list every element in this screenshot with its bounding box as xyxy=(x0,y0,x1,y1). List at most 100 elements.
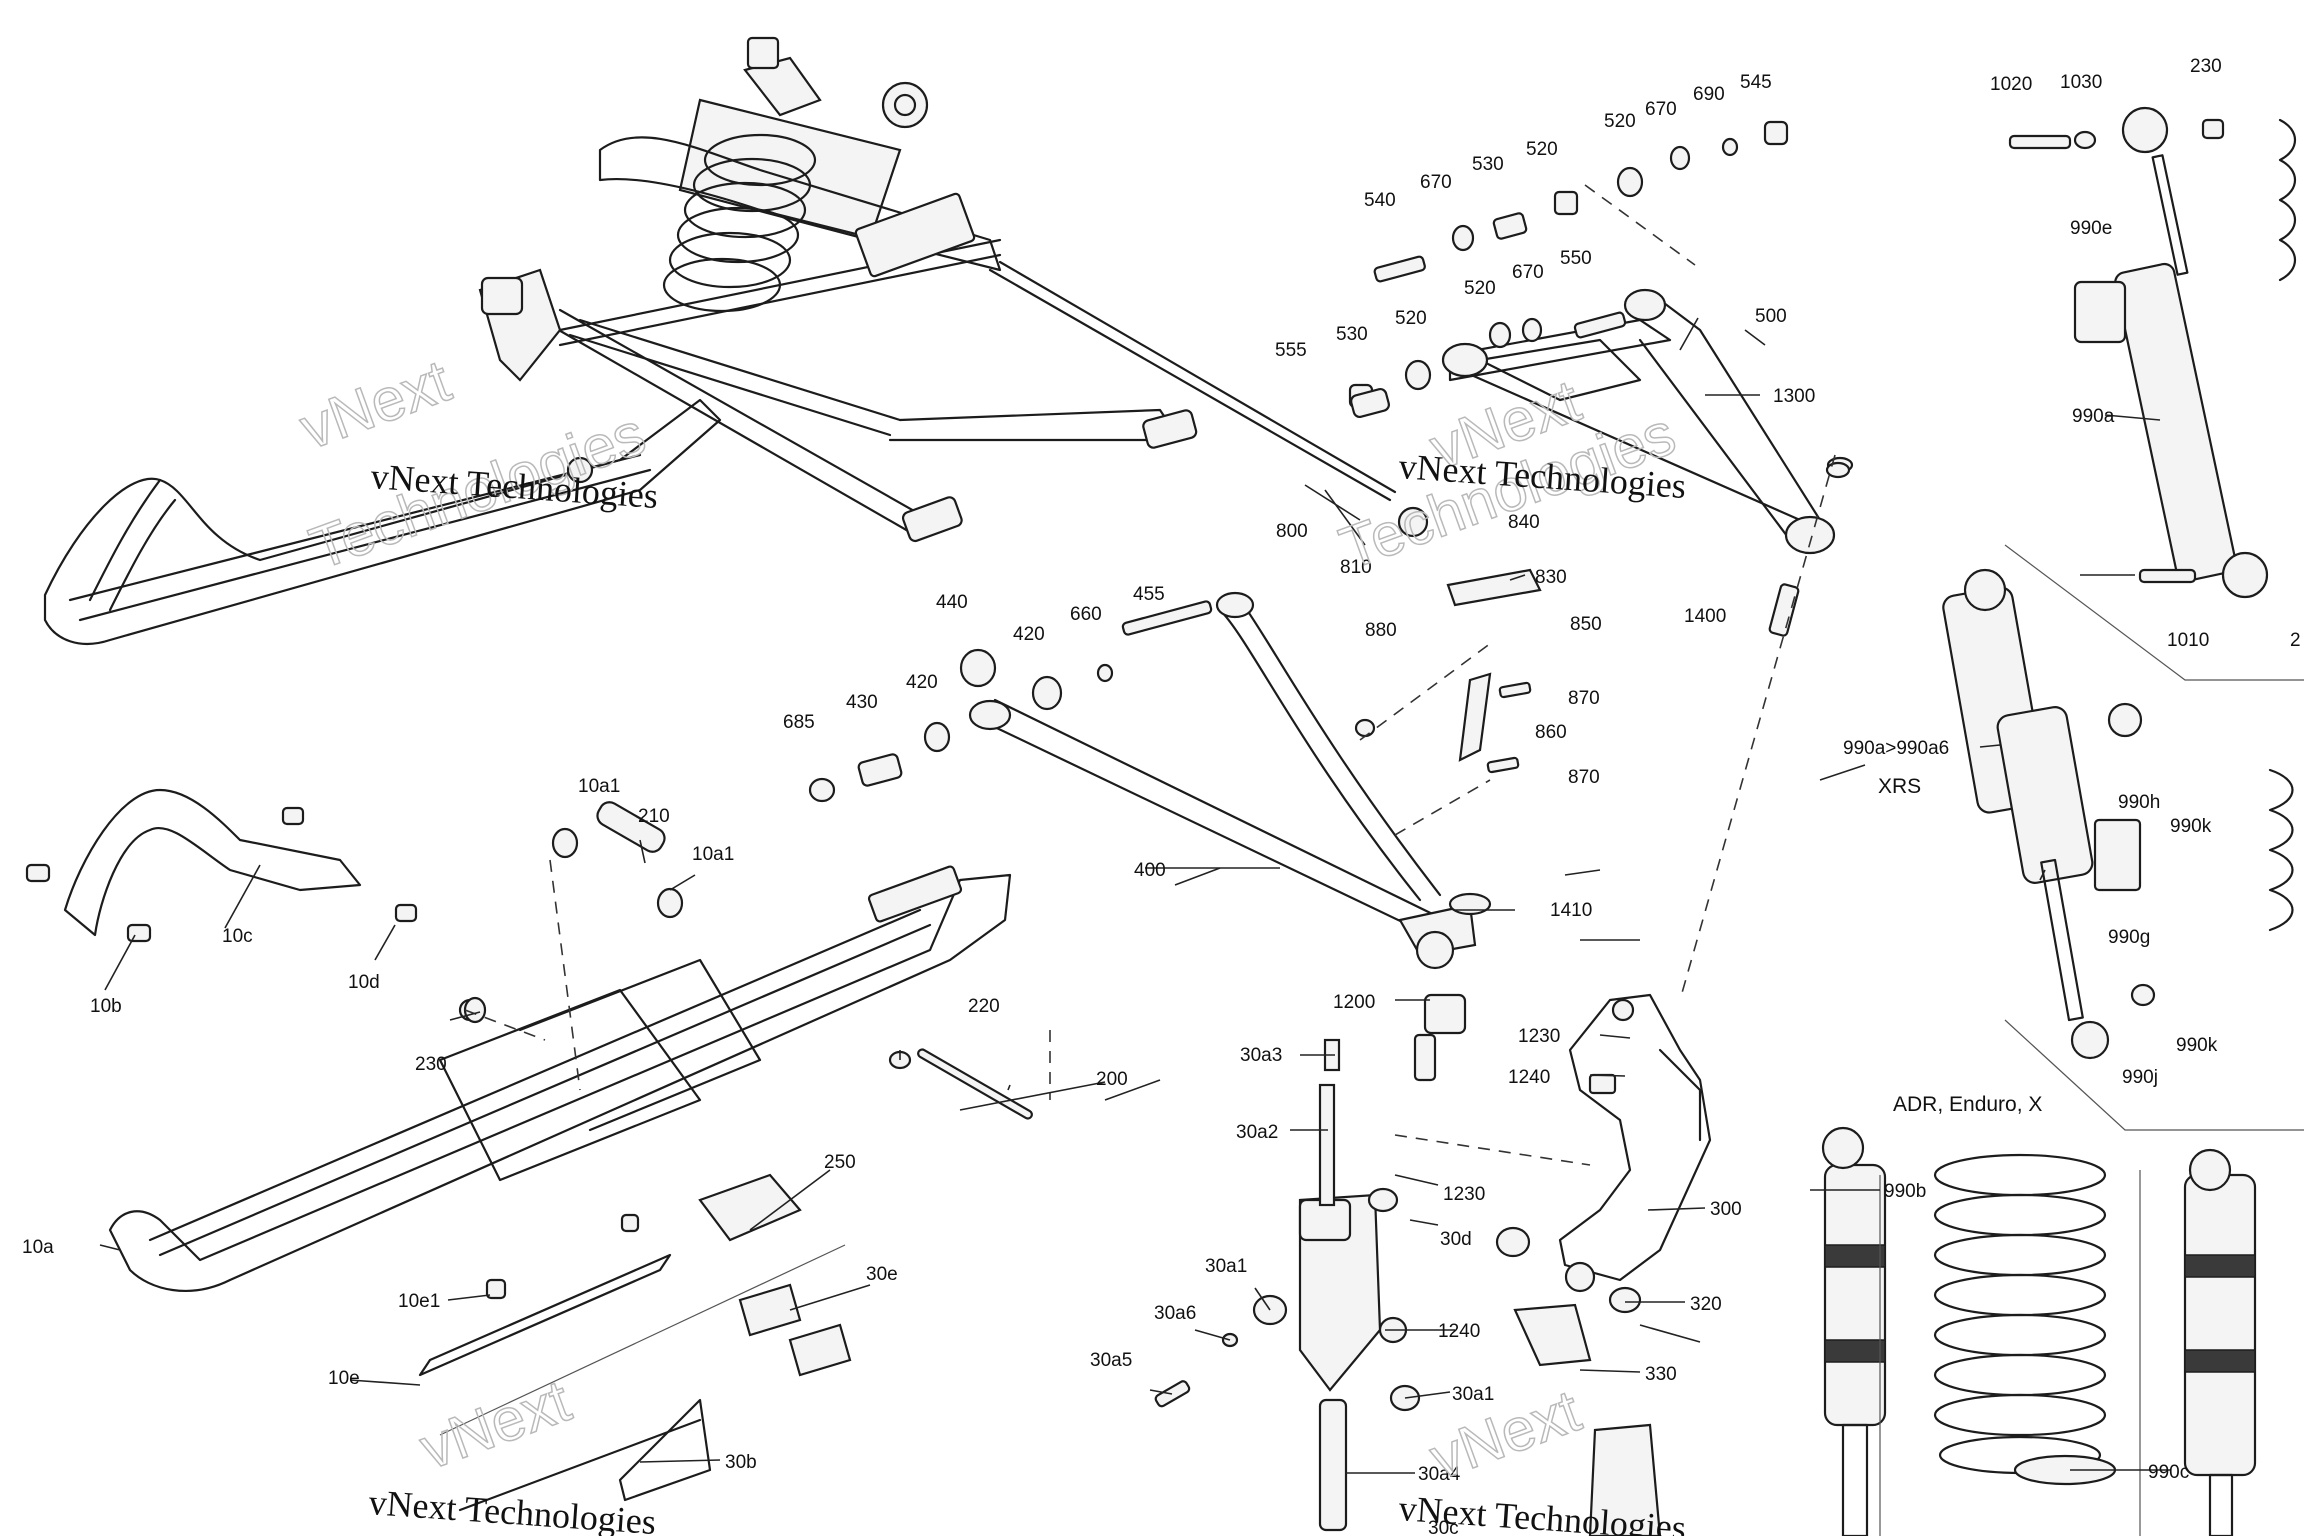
callout-10d: 10d xyxy=(348,972,380,993)
callout-420-b: 420 xyxy=(906,672,938,693)
callout-10b: 10b xyxy=(90,996,122,1017)
leader-lines xyxy=(99,317,2170,1474)
callout-320: 320 xyxy=(1690,1294,1722,1315)
shock-adr xyxy=(1821,1126,2257,1536)
callout-330: 330 xyxy=(1645,1364,1677,1385)
callout-1010: 1010 xyxy=(2167,630,2209,651)
shock-990a xyxy=(2008,106,2296,599)
shock-xrs xyxy=(1942,568,2294,1060)
callout-230: 230 xyxy=(415,1054,447,1075)
callout-1410: 1410 xyxy=(1550,900,1592,921)
steering-post xyxy=(1154,1038,1662,1536)
callout-1020: 1020 xyxy=(1990,74,2032,95)
callout-30a4: 30a4 xyxy=(1418,1464,1461,1485)
callout-850: 850 xyxy=(1570,614,1602,635)
shock-absorber-assembly xyxy=(662,36,929,313)
callout-30e: 30e xyxy=(866,1264,898,1285)
callout-10a1-b: 10a1 xyxy=(692,844,734,865)
callout-520-b: 520 xyxy=(1526,139,1558,160)
callout-30a1-a: 30a1 xyxy=(1205,1256,1247,1277)
callout-1030: 1030 xyxy=(2060,72,2102,93)
variant-label-xrs: XRS xyxy=(1878,775,1921,798)
callout-30a1-b: 30a1 xyxy=(1452,1384,1494,1405)
callout-430: 430 xyxy=(846,692,878,713)
callout-30d: 30d xyxy=(1440,1229,1472,1250)
callout-545: 545 xyxy=(1740,72,1772,93)
callout-990h: 990h xyxy=(2118,792,2160,813)
callout-830: 830 xyxy=(1535,567,1567,588)
callout-200: 200 xyxy=(1096,1069,1128,1090)
callout-1300: 1300 xyxy=(1773,386,1815,407)
callout-230-top: 230 xyxy=(2190,56,2222,77)
watermark-ghost-vnext-4: vNext xyxy=(1422,1377,1589,1493)
callout-30a5: 30a5 xyxy=(1090,1350,1132,1371)
callout-870-b: 870 xyxy=(1568,767,1600,788)
callout-520-a: 520 xyxy=(1604,111,1636,132)
callout-990e: 990e xyxy=(2070,218,2112,239)
callout-1240-b: 1240 xyxy=(1438,1321,1480,1342)
callout-400: 400 xyxy=(1134,860,1166,881)
callout-440: 440 xyxy=(936,592,968,613)
callout-990g: 990g xyxy=(2108,927,2150,948)
callout-10c: 10c xyxy=(222,926,253,947)
callout-685: 685 xyxy=(783,712,815,733)
callout-550: 550 xyxy=(1560,248,1592,269)
callout-1240-a: 1240 xyxy=(1508,1067,1550,1088)
spring-990b xyxy=(1933,1153,2117,1486)
callout-10e1: 10e1 xyxy=(398,1291,440,1312)
section-dividers xyxy=(439,544,2304,1536)
callout-870-a: 870 xyxy=(1568,688,1600,709)
callout-670-c: 670 xyxy=(1512,262,1544,283)
callout-30b: 30b xyxy=(725,1452,757,1473)
callout-520-c: 520 xyxy=(1464,278,1496,299)
callout-660: 660 xyxy=(1070,604,1102,625)
callout-800: 800 xyxy=(1276,521,1308,542)
callout-10e: 10e xyxy=(328,1368,360,1389)
callout-690: 690 xyxy=(1693,84,1725,105)
callout-455: 455 xyxy=(1133,584,1165,605)
callout-670-a: 670 xyxy=(1645,99,1677,120)
callout-labels: 1020 1030 230 545 690 670 520 540 670 53… xyxy=(22,56,2301,1536)
lower-a-arm xyxy=(968,591,1477,970)
variant-label-adr: ADR, Enduro, X xyxy=(1893,1093,2042,1116)
callout-990k-b: 990k xyxy=(2176,1035,2218,1056)
callout-300: 300 xyxy=(1710,1199,1742,1220)
spindle xyxy=(1413,993,1712,1293)
callout-220: 220 xyxy=(968,996,1000,1017)
ski-loop xyxy=(25,788,418,943)
callout-840: 840 xyxy=(1508,512,1540,533)
callout-990a: 990a xyxy=(2072,406,2115,427)
callout-880: 880 xyxy=(1365,620,1397,641)
callout-540: 540 xyxy=(1364,190,1396,211)
callout-520-d: 520 xyxy=(1395,308,1427,329)
callout-670-b: 670 xyxy=(1420,172,1452,193)
callout-500: 500 xyxy=(1755,306,1787,327)
callout-1230-b: 1230 xyxy=(1443,1184,1485,1205)
callout-990b: 990b xyxy=(1884,1181,1926,1202)
ski-top xyxy=(43,268,722,645)
callout-10a1-a: 10a1 xyxy=(578,776,620,797)
callout-810: 810 xyxy=(1340,557,1372,578)
watermark-ghost-vnext: vNext xyxy=(292,347,459,463)
callout-860: 860 xyxy=(1535,722,1567,743)
callout-250: 250 xyxy=(824,1152,856,1173)
front-arm-frame xyxy=(548,136,1397,543)
callout-30a2: 30a2 xyxy=(1236,1122,1278,1143)
callout-30c: 30c xyxy=(1428,1518,1459,1536)
callout-10a: 10a xyxy=(22,1237,54,1258)
callout-530-a: 530 xyxy=(1472,154,1504,175)
callout-530-b: 530 xyxy=(1336,324,1368,345)
callout-30a6: 30a6 xyxy=(1154,1303,1196,1324)
callout-1400: 1400 xyxy=(1684,606,1726,627)
callout-210: 210 xyxy=(638,806,670,827)
upper-a-arm xyxy=(1441,288,1854,555)
callout-30a3: 30a3 xyxy=(1240,1045,1282,1066)
callout-990k-a: 990k xyxy=(2170,816,2212,837)
callout-2: 2 xyxy=(2290,630,2301,651)
lower-hardware xyxy=(808,568,1800,916)
callout-990a-990a6: 990a>990a6 xyxy=(1843,738,1949,759)
assembly-lines xyxy=(464,184,1836,1166)
callout-420-a: 420 xyxy=(1013,624,1045,645)
bottom-parts xyxy=(418,801,1033,1512)
